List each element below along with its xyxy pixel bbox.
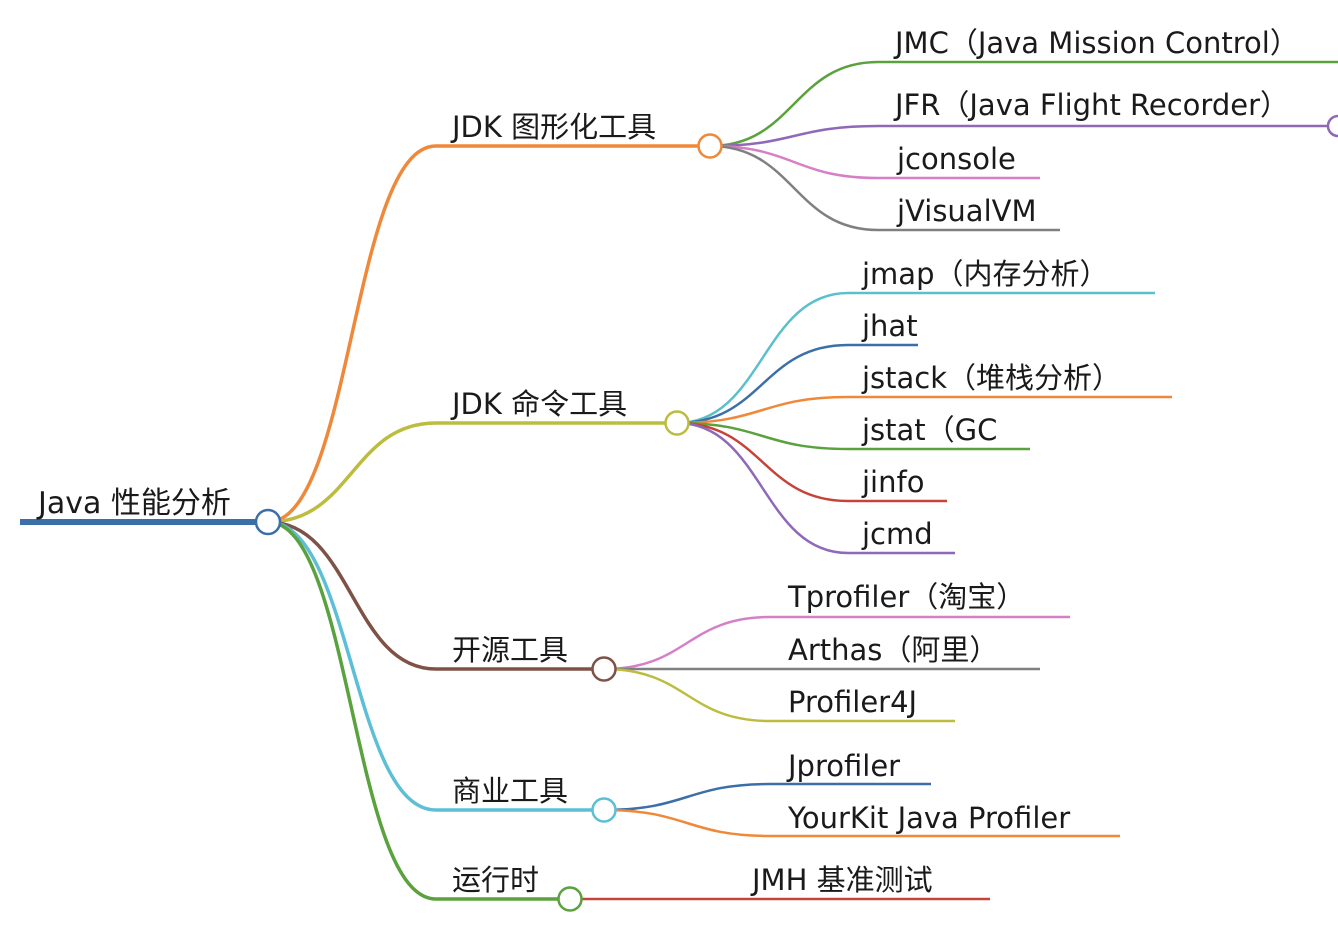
leaf-jfr-java-flight-recorder-connector	[709, 124, 879, 148]
links	[20, 60, 1338, 901]
leaf-arthas-label[interactable]: Arthas（阿里）	[788, 633, 998, 667]
branch-oss-connector	[267, 520, 437, 671]
leaf-jinfo-connector	[676, 421, 849, 503]
branch-oss-label[interactable]: 开源工具	[452, 633, 568, 667]
leaf-profiler4j-label[interactable]: Profiler4J	[788, 685, 917, 719]
leaf-yourkit-java-profiler-label[interactable]: YourKit Java Profiler	[787, 801, 1070, 835]
leaf-jmh-label[interactable]: JMH 基准测试	[750, 863, 933, 897]
leaf-jmc-java-mission-control-label[interactable]: JMC（Java Mission Control）	[893, 26, 1299, 60]
branch-runtime-label[interactable]: 运行时	[452, 863, 539, 897]
root-collapse-toggle[interactable]	[254, 508, 282, 536]
leaf-jprofiler-connector	[603, 782, 771, 812]
branch-commercial-label[interactable]: 商业工具	[452, 774, 568, 808]
leaf-jmap-label[interactable]: jmap（内存分析）	[861, 257, 1109, 291]
leaf-jinfo-label[interactable]: jinfo	[861, 465, 924, 499]
branch-cli-label[interactable]: JDK 命令工具	[450, 387, 627, 421]
branch-gui-connector	[267, 144, 437, 524]
leaf-jhat-connector	[676, 343, 849, 425]
leaf-jmap-connector	[676, 291, 849, 425]
branch-gui-collapse-toggle[interactable]	[697, 133, 723, 159]
leaf-jfr-java-flight-recorder-collapse-toggle[interactable]	[1326, 114, 1338, 138]
leaf-jvisualvm-label[interactable]: jVisualVM	[896, 194, 1037, 228]
branch-cli-collapse-toggle[interactable]	[664, 410, 690, 436]
branch-runtime-connector	[267, 520, 437, 901]
branch-commercial-collapse-toggle[interactable]	[591, 797, 617, 823]
branch-gui-label[interactable]: JDK 图形化工具	[450, 110, 656, 144]
branch-runtime-collapse-toggle[interactable]	[557, 886, 583, 912]
leaf-jprofiler-label[interactable]: Jprofiler	[786, 749, 900, 783]
leaf-tprofiler-connector	[603, 615, 771, 671]
branch-cli-connector	[267, 421, 437, 524]
leaf-yourkit-java-profiler-connector	[603, 808, 771, 838]
leaf-jvisualvm-connector	[709, 144, 879, 232]
leaf-jmc-java-mission-control-connector	[709, 60, 879, 148]
leaf-profiler4j-connector	[603, 667, 771, 723]
leaf-jhat-label[interactable]: jhat	[861, 309, 918, 343]
branch-commercial-connector	[267, 520, 437, 812]
leaf-tprofiler-label[interactable]: Tprofiler（淘宝）	[787, 580, 1025, 614]
nodes	[254, 114, 1338, 912]
leaf-jconsole-connector	[709, 144, 879, 180]
leaf-jstack-connector	[676, 395, 849, 425]
leaf-jstack-label[interactable]: jstack（堆栈分析）	[861, 361, 1121, 395]
leaf-jcmd-connector	[676, 421, 849, 555]
leaf-jstat-gc-connector	[676, 421, 849, 451]
leaf-jfr-java-flight-recorder-label[interactable]: JFR（Java Flight Recorder）	[893, 88, 1289, 122]
leaf-jcmd-label[interactable]: jcmd	[861, 517, 933, 551]
branch-oss-collapse-toggle[interactable]	[591, 656, 617, 682]
leaf-jstat-gc-label[interactable]: jstat（GC	[861, 413, 997, 447]
root-topic[interactable]: Java 性能分析	[36, 486, 231, 521]
leaf-jconsole-label[interactable]: jconsole	[896, 142, 1016, 176]
labels: Java 性能分析 JDK 图形化工具 JMC（Java Mission Contr…	[36, 26, 1299, 897]
